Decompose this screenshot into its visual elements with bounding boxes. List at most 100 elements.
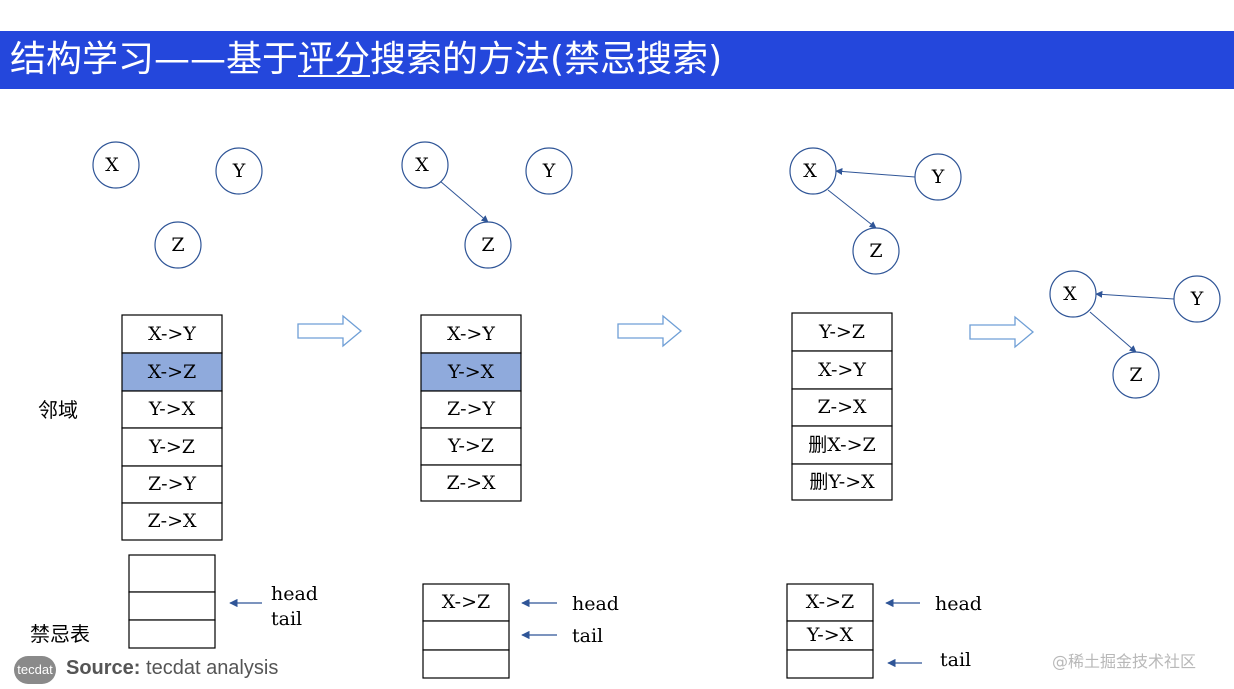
title-part-1: 结构学习——基于 bbox=[10, 39, 299, 80]
svg-text:删Y->X: 删Y->X bbox=[809, 471, 875, 493]
stage2-edge-x-z bbox=[439, 180, 489, 223]
svg-text:X->Z: X->Z bbox=[442, 591, 490, 613]
stage1-node-x: X bbox=[92, 141, 140, 189]
svg-text:删X->Z: 删X->Z bbox=[808, 434, 875, 456]
transition-arrow-1 bbox=[297, 314, 363, 348]
svg-text:X->Y: X->Y bbox=[447, 323, 495, 345]
stage1-node-z: Z bbox=[154, 221, 202, 269]
svg-text:Z->Y: Z->Y bbox=[447, 398, 496, 420]
neighborhood-cell: X->Y bbox=[420, 314, 522, 354]
svg-text:X: X bbox=[105, 154, 119, 176]
svg-text:Z: Z bbox=[869, 240, 882, 262]
tabu-cell bbox=[128, 591, 216, 621]
neighborhood-cell: 删X->Z bbox=[791, 425, 893, 465]
svg-text:Y: Y bbox=[931, 166, 945, 188]
stage3-tabu-table: X->Z Y->X bbox=[786, 583, 874, 679]
svg-text:Y->Z: Y->Z bbox=[447, 435, 494, 457]
stage4-graph: X Y Z bbox=[1049, 270, 1221, 399]
stage1-neighborhood-table: X->Y X->Z Y->X Y->Z Z->Y Z->X bbox=[121, 314, 223, 541]
neighborhood-cell: Y->X bbox=[121, 390, 223, 429]
tabu-cell bbox=[422, 620, 510, 651]
stage1-node-y: Y bbox=[215, 147, 263, 195]
svg-text:Z->X: Z->X bbox=[147, 510, 197, 532]
neighborhood-cell: Z->Y bbox=[121, 465, 223, 504]
stage2-neighborhood-table: X->Y Y->X Z->Y Y->Z Z->X bbox=[420, 314, 522, 502]
svg-text:X: X bbox=[803, 160, 817, 182]
stage4-node-z: Z bbox=[1112, 351, 1160, 399]
stage1-tabu-table bbox=[128, 554, 216, 649]
stage3-graph: X Y Z bbox=[789, 147, 962, 275]
page-title: 结构学习——基于评分搜索的方法(禁忌搜索) bbox=[10, 31, 722, 89]
svg-text:Z->X: Z->X bbox=[817, 396, 867, 418]
stage4-edge-x-z bbox=[1089, 311, 1137, 353]
source-note: Source: tecdat analysis bbox=[66, 657, 278, 680]
watermark: @稀土掘金技术社区 bbox=[1052, 652, 1197, 671]
stage1-head-label: head bbox=[271, 583, 318, 605]
svg-text:Y->Z: Y->Z bbox=[818, 321, 865, 343]
stage3-node-z: Z bbox=[852, 227, 900, 275]
tabu-list-label: 禁忌表 bbox=[30, 622, 90, 646]
stage3-head-label: head bbox=[935, 593, 982, 615]
stage4-node-y: Y bbox=[1173, 275, 1221, 323]
svg-text:Y: Y bbox=[542, 160, 556, 182]
svg-text:Z: Z bbox=[171, 234, 184, 256]
stage4-edge-y-x bbox=[1095, 290, 1175, 300]
tabu-cell bbox=[422, 649, 510, 679]
tabu-cell: X->Z bbox=[422, 583, 510, 622]
svg-text:Y->X: Y->X bbox=[447, 361, 495, 383]
tabu-cell: Y->X bbox=[786, 620, 874, 651]
neighborhood-cell: Y->Z bbox=[121, 427, 223, 467]
stage2-head-label: head bbox=[572, 593, 619, 615]
neighborhood-cell: X->Y bbox=[121, 314, 223, 354]
tabu-cell bbox=[128, 619, 216, 649]
title-underlined: 评分 bbox=[298, 39, 371, 80]
stage4-node-x: X bbox=[1049, 270, 1097, 318]
svg-text:X->Z: X->Z bbox=[806, 591, 854, 613]
svg-text:Y->Z: Y->Z bbox=[148, 436, 195, 458]
neighborhood-cell-selected: X->Z bbox=[121, 352, 223, 392]
neighborhood-cell: Z->X bbox=[791, 388, 893, 427]
svg-text:Y: Y bbox=[232, 160, 246, 182]
stage2-node-x: X bbox=[401, 141, 449, 189]
neighborhood-cell: Y->Z bbox=[420, 427, 522, 466]
neighborhood-cell: Z->Y bbox=[420, 390, 522, 429]
svg-text:Y->X: Y->X bbox=[806, 624, 854, 646]
stage2-graph: X Y Z bbox=[401, 141, 573, 269]
stage2-node-z: Z bbox=[464, 221, 512, 269]
tabu-cell bbox=[786, 649, 874, 679]
neighborhood-cell: Y->Z bbox=[791, 312, 893, 352]
neighborhood-cell: Z->X bbox=[121, 502, 223, 541]
stage1-graph: X Y Z bbox=[92, 141, 263, 269]
stage3-neighborhood-table: Y->Z X->Y Z->X 删X->Z 删Y->X bbox=[791, 312, 893, 501]
svg-text:X: X bbox=[1063, 283, 1077, 305]
svg-text:Z->X: Z->X bbox=[446, 472, 496, 494]
stage3-edge-y-x bbox=[835, 167, 916, 178]
stage3-tail-label: tail bbox=[940, 649, 971, 671]
title-part-2: 搜索的方法(禁忌搜索) bbox=[370, 39, 723, 80]
svg-text:X->Y: X->Y bbox=[148, 323, 196, 345]
svg-text:X->Z: X->Z bbox=[148, 361, 196, 383]
svg-text:Y: Y bbox=[1190, 288, 1204, 310]
svg-text:X: X bbox=[415, 154, 429, 176]
transition-arrow-3 bbox=[969, 315, 1035, 349]
title-bar: 结构学习——基于评分搜索的方法(禁忌搜索) bbox=[0, 31, 1234, 89]
stage3-node-y: Y bbox=[914, 153, 962, 201]
svg-text:Z: Z bbox=[1129, 364, 1142, 386]
neighborhood-label: 邻域 bbox=[38, 398, 78, 422]
svg-text:Z: Z bbox=[481, 234, 494, 256]
neighborhood-cell: Z->X bbox=[420, 464, 522, 502]
tabu-cell: X->Z bbox=[786, 583, 874, 622]
stage2-node-y: Y bbox=[525, 147, 573, 195]
stage1-tail-label: tail bbox=[271, 608, 302, 630]
svg-text:X->Y: X->Y bbox=[818, 359, 866, 381]
transition-arrow-2 bbox=[617, 314, 683, 348]
stage3-node-x: X bbox=[789, 147, 837, 195]
svg-text:Y->X: Y->X bbox=[148, 398, 196, 420]
svg-text:Z->Y: Z->Y bbox=[148, 473, 197, 495]
tabu-cell bbox=[128, 554, 216, 593]
neighborhood-cell-selected: Y->X bbox=[420, 352, 522, 392]
tecdat-logo: tecdat bbox=[14, 656, 56, 684]
stage2-tabu-table: X->Z bbox=[422, 583, 510, 679]
neighborhood-cell: 删Y->X bbox=[791, 463, 893, 501]
